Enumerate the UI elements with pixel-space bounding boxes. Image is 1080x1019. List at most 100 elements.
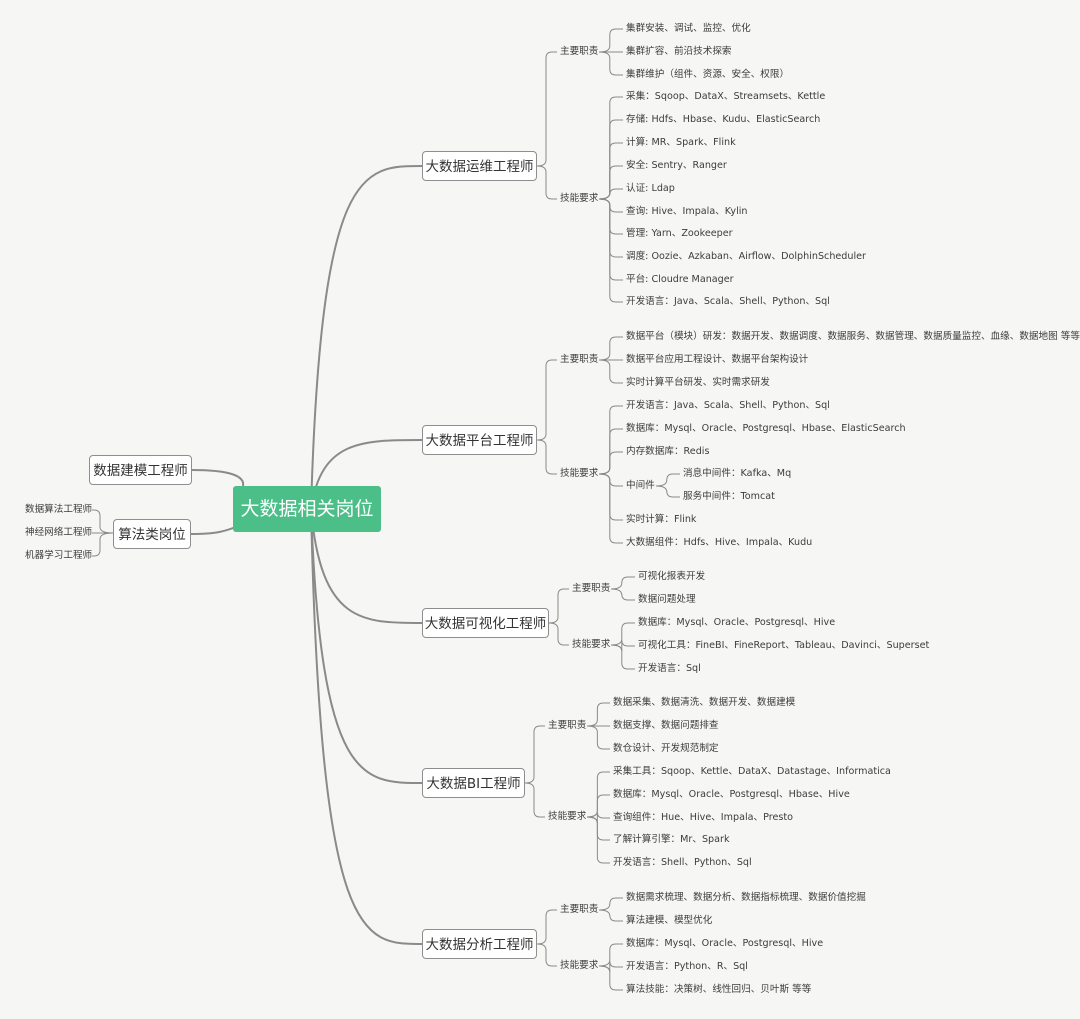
branch-node-4[interactable]: 大数据分析工程师 — [422, 929, 537, 959]
skill-item[interactable]: 调度: Oozie、Azkaban、Airflow、DolphinSchedul… — [626, 251, 866, 262]
duty-item[interactable]: 集群扩容、前沿技术探索 — [626, 46, 732, 57]
root-link — [310, 508, 423, 624]
skill-item[interactable]: 开发语言：Sql — [638, 663, 701, 674]
skill-item[interactable]: 采集工具：Sqoop、Kettle、DataX、Datastage、Inform… — [613, 766, 891, 777]
duty-item[interactable]: 数据问题处理 — [638, 594, 696, 605]
skill-item[interactable]: 查询: Hive、Impala、Kylin — [626, 206, 748, 217]
skill-item[interactable]: 采集：Sqoop、DataX、Streamsets、Kettle — [626, 91, 826, 102]
duties-label[interactable]: 主要职责 — [560, 904, 599, 915]
brace-line — [598, 198, 623, 213]
brace-line — [610, 588, 635, 601]
skill-item[interactable]: 数据库：Mysql、Oracle、Postgresql、Hbase、Elasti… — [626, 423, 906, 434]
brace-line — [536, 165, 557, 200]
brace-line — [598, 96, 623, 200]
brace-line — [598, 188, 623, 200]
brace-line — [598, 359, 623, 384]
skill-item[interactable]: 算法技能：决策树、线性回归、贝叶斯 等等 — [626, 984, 812, 995]
brace-line — [598, 119, 623, 200]
duties-label[interactable]: 主要职责 — [560, 46, 599, 57]
brace-line — [524, 725, 545, 784]
brace-line — [536, 359, 557, 441]
skill-item[interactable]: 开发语言：Java、Scala、Shell、Python、Sql — [626, 400, 830, 411]
branch-node-0[interactable]: 大数据运维工程师 — [422, 151, 537, 181]
brace-line — [598, 943, 623, 967]
branch-node-2[interactable]: 大数据可视化工程师 — [422, 608, 549, 638]
brace-line — [586, 816, 610, 841]
duty-item[interactable]: 算法建模、模型优化 — [626, 915, 713, 926]
brace-line — [598, 909, 623, 922]
skill-item[interactable]: 管理: Yarn、Zookeeper — [626, 228, 733, 239]
middleware-item[interactable]: 服务中间件：Tomcat — [683, 491, 775, 502]
root-link — [310, 508, 423, 945]
skill-item[interactable]: 大数据组件：Hdfs、Hive、Impala、Kudu — [626, 537, 813, 548]
duty-item[interactable]: 数据平台（模块）研发：数据开发、数据调度、数据服务、数据管理、数据质量监控、血缘… — [626, 331, 1080, 342]
modeling-engineer-node[interactable]: 数据建模工程师 — [89, 455, 192, 485]
duty-item[interactable]: 数据采集、数据清洗、数据开发、数据建模 — [613, 697, 796, 708]
duties-label[interactable]: 主要职责 — [548, 720, 587, 731]
root-link — [310, 508, 423, 784]
duty-item[interactable]: 集群维护（组件、资源、安全、权限） — [626, 69, 790, 80]
brace-line — [536, 51, 557, 167]
skill-item[interactable]: 平台: Cloudre Manager — [626, 274, 734, 285]
brace-line — [598, 198, 623, 258]
skill-item[interactable]: 安全: Sentry、Ranger — [626, 160, 727, 171]
skill-item[interactable]: 认证: Ldap — [626, 183, 675, 194]
skills-label[interactable]: 技能要求 — [560, 193, 599, 204]
duty-item[interactable]: 数据支撑、数据问题排查 — [613, 720, 719, 731]
skill-item[interactable]: 数据库：Mysql、Oracle、Postgresql、Hive — [638, 617, 836, 628]
skill-item[interactable]: 实时计算：Flink — [626, 514, 697, 525]
brace-line — [598, 165, 623, 200]
skill-item[interactable]: 计算: MR、Spark、Flink — [626, 137, 736, 148]
skill-item[interactable]: 查询组件：Hue、Hive、Impala、Presto — [613, 812, 793, 823]
skill-item[interactable]: 了解计算引擎：Mr、Spark — [613, 834, 730, 845]
branch-node-3[interactable]: 大数据BI工程师 — [422, 768, 525, 798]
root-node[interactable]: 大数据相关岗位 — [233, 486, 381, 532]
skill-item[interactable]: 开发语言：Java、Scala、Shell、Python、Sql — [626, 296, 830, 307]
skill-item[interactable]: 开发语言：Python、R、Sql — [626, 961, 748, 972]
brace-line — [598, 336, 623, 361]
algorithm-item[interactable]: 神经网络工程师 — [25, 527, 93, 538]
duty-item[interactable]: 集群安装、调试、监控、优化 — [626, 23, 751, 34]
algorithm-item[interactable]: 机器学习工程师 — [25, 550, 93, 561]
skill-item[interactable]: 中间件 — [626, 480, 655, 491]
brace-line — [655, 473, 680, 487]
brace-line — [586, 794, 610, 818]
brace-line — [598, 897, 623, 911]
middleware-item[interactable]: 消息中间件：Kafka、Mq — [683, 468, 792, 479]
duty-item[interactable]: 可视化报表开发 — [638, 571, 706, 582]
skill-item[interactable]: 数据库：Mysql、Oracle、Postgresql、Hive — [626, 938, 824, 949]
branch-node-1[interactable]: 大数据平台工程师 — [422, 425, 537, 455]
skills-label[interactable]: 技能要求 — [572, 639, 611, 650]
algorithm-item[interactable]: 数据算法工程师 — [25, 504, 93, 515]
duty-item[interactable]: 实时计算平台研发、实时需求研发 — [626, 377, 770, 388]
duties-label[interactable]: 主要职责 — [572, 583, 611, 594]
brace-line — [598, 28, 623, 53]
brace-line — [610, 644, 635, 670]
brace-line — [598, 198, 623, 303]
algorithm-category-node[interactable]: 算法类岗位 — [113, 519, 191, 549]
skill-item[interactable]: 数据库：Mysql、Oracle、Postgresql、Hbase、Hive — [613, 789, 850, 800]
brace-line — [548, 588, 569, 624]
duties-label[interactable]: 主要职责 — [560, 354, 599, 365]
brace-line — [598, 405, 623, 475]
brace-line — [586, 816, 610, 864]
brace-line — [598, 473, 623, 544]
skill-item[interactable]: 开发语言：Shell、Python、Sql — [613, 857, 752, 868]
skill-item[interactable]: 存储: Hdfs、Hbase、Kudu、ElasticSearch — [626, 114, 821, 125]
brace-line — [598, 451, 623, 475]
skills-label[interactable]: 技能要求 — [560, 468, 599, 479]
skill-item[interactable]: 内存数据库：Redis — [626, 446, 710, 457]
brace-line — [586, 725, 610, 750]
duty-item[interactable]: 数据平台应用工程设计、数据平台架构设计 — [626, 354, 809, 365]
brace-line — [598, 198, 623, 235]
skill-item[interactable]: 可视化工具：FineBI、FineReport、Tableau、Davinci、… — [638, 640, 930, 651]
skills-label[interactable]: 技能要求 — [560, 960, 599, 971]
brace-line — [92, 509, 114, 534]
duty-item[interactable]: 数仓设计、开发规范制定 — [613, 743, 719, 754]
brace-line — [598, 51, 623, 76]
brace-line — [524, 782, 545, 818]
duty-item[interactable]: 数据需求梳理、数据分析、数据指标梳理、数据价值挖掘 — [626, 892, 866, 903]
skills-label[interactable]: 技能要求 — [548, 811, 587, 822]
